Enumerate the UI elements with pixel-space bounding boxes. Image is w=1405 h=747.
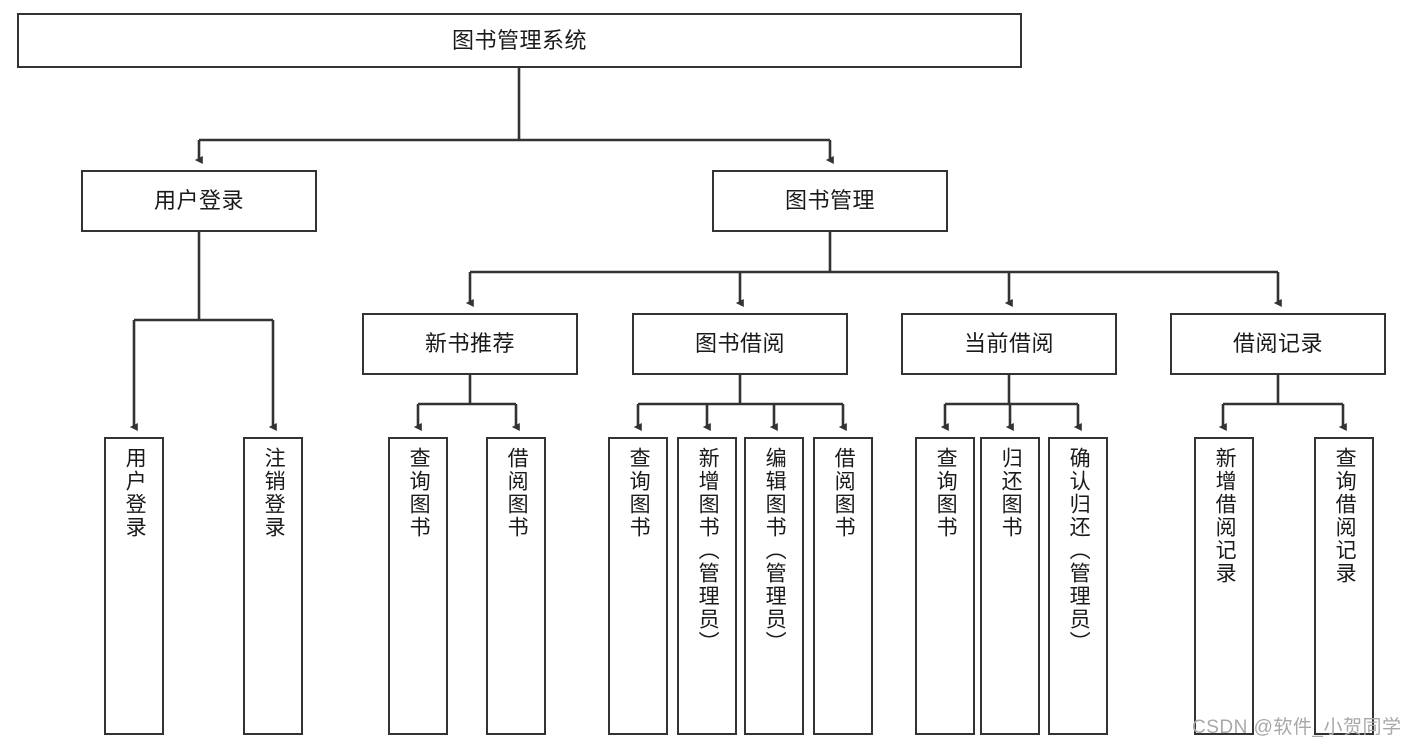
- node-leaf-borrow-book-1-label: 借阅图书: [505, 447, 529, 539]
- node-leaf-borrow-book-2[interactable]: 借阅图书: [813, 437, 873, 735]
- node-user-login[interactable]: 用户登录: [81, 170, 317, 232]
- node-root-label: 图书管理系统: [451, 27, 587, 53]
- node-borrow-record-label: 借阅记录: [1232, 331, 1323, 357]
- node-leaf-add-book-label: 新增图书（管理员）: [696, 447, 720, 654]
- watermark-text: CSDN @软件_小贺同学: [1192, 717, 1402, 738]
- node-leaf-query-record-label: 查询借阅记录: [1333, 447, 1357, 585]
- node-leaf-return-book-label: 归还图书: [999, 447, 1023, 539]
- node-leaf-query-book-3[interactable]: 查询图书: [915, 437, 975, 735]
- node-borrow-record[interactable]: 借阅记录: [1170, 313, 1386, 375]
- node-leaf-add-record[interactable]: 新增借阅记录: [1194, 437, 1254, 735]
- node-leaf-edit-book-label: 编辑图书（管理员）: [763, 447, 787, 654]
- node-leaf-query-book-1[interactable]: 查询图书: [388, 437, 448, 735]
- node-leaf-borrow-book-1[interactable]: 借阅图书: [486, 437, 546, 735]
- node-leaf-user-login-label: 用户登录: [123, 447, 147, 539]
- node-book-borrow-label: 图书借阅: [694, 331, 785, 357]
- node-leaf-edit-book[interactable]: 编辑图书（管理员）: [744, 437, 804, 735]
- node-current-borrow-label: 当前借阅: [963, 331, 1054, 357]
- node-book-borrow[interactable]: 图书借阅: [632, 313, 848, 375]
- node-leaf-query-book-2-label: 查询图书: [627, 447, 651, 539]
- node-leaf-return-book[interactable]: 归还图书: [980, 437, 1040, 735]
- node-book-manage[interactable]: 图书管理: [712, 170, 948, 232]
- node-leaf-query-record[interactable]: 查询借阅记录: [1314, 437, 1374, 735]
- node-leaf-logout[interactable]: 注销登录: [243, 437, 303, 735]
- node-book-manage-label: 图书管理: [784, 188, 875, 214]
- node-leaf-logout-label: 注销登录: [262, 447, 286, 539]
- node-leaf-query-book-2[interactable]: 查询图书: [608, 437, 668, 735]
- node-leaf-query-book-3-label: 查询图书: [934, 447, 958, 539]
- node-root[interactable]: 图书管理系统: [17, 13, 1022, 68]
- node-leaf-confirm-return-label: 确认归还（管理员）: [1067, 447, 1091, 654]
- node-leaf-user-login[interactable]: 用户登录: [104, 437, 164, 735]
- node-leaf-confirm-return[interactable]: 确认归还（管理员）: [1048, 437, 1108, 735]
- node-leaf-add-book[interactable]: 新增图书（管理员）: [677, 437, 737, 735]
- node-leaf-add-record-label: 新增借阅记录: [1213, 447, 1237, 585]
- node-new-book-recommend[interactable]: 新书推荐: [362, 313, 578, 375]
- node-current-borrow[interactable]: 当前借阅: [901, 313, 1117, 375]
- node-leaf-borrow-book-2-label: 借阅图书: [832, 447, 856, 539]
- node-leaf-query-book-1-label: 查询图书: [407, 447, 431, 539]
- node-new-book-recommend-label: 新书推荐: [424, 331, 515, 357]
- node-user-login-label: 用户登录: [153, 188, 244, 214]
